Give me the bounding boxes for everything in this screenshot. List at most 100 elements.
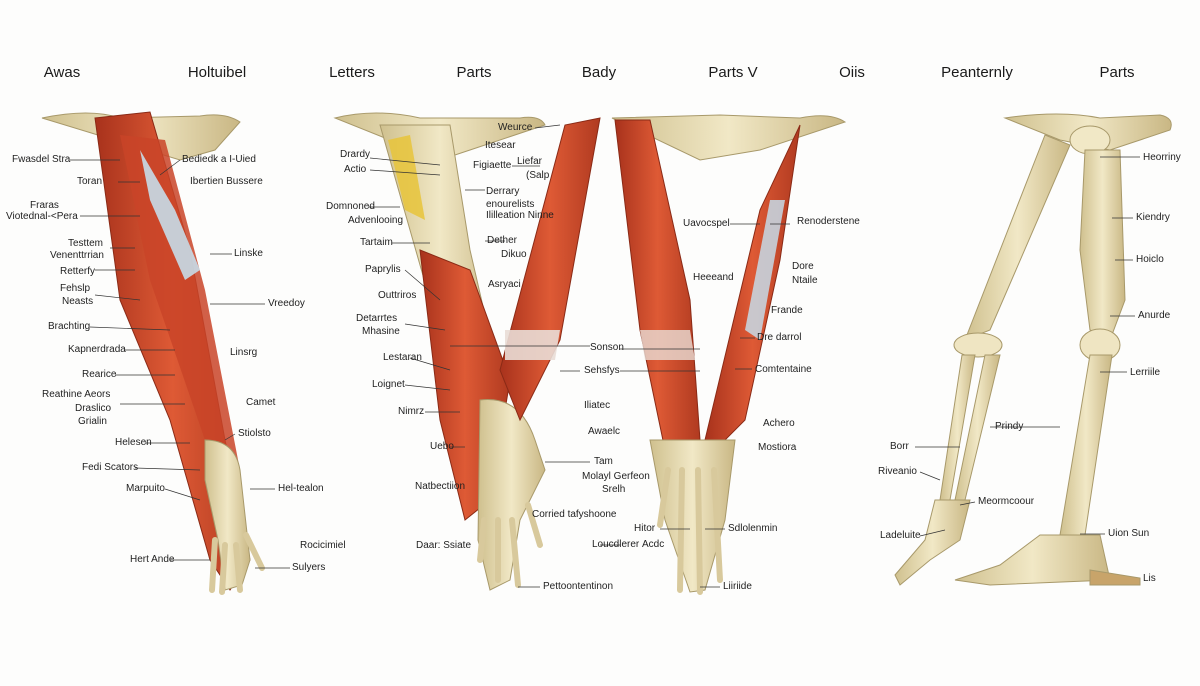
label-p1-19: Hert Ande: [130, 554, 175, 565]
label-p2-32: Molayl Gerfeon: [582, 471, 650, 482]
label-p2-17: Itesear: [485, 140, 516, 151]
label-p2-13: Uebo: [430, 441, 454, 452]
label-p3-11: Sdlolenmin: [728, 523, 778, 534]
header-title-3: Letters: [329, 64, 375, 81]
label-p1-7: Retterfy: [60, 266, 96, 277]
label-p4-10: Ladeluite: [880, 530, 921, 541]
forearm-panel-1: [41, 111, 265, 595]
label-p4-3: Hoiclo: [1136, 254, 1164, 265]
label-p1-1: Fwasdel Stra: [12, 154, 71, 165]
label-p3-4: Dore: [792, 261, 814, 272]
label-p4-1: Heorriny: [1143, 152, 1181, 163]
label-p1-10: Brachting: [48, 321, 91, 332]
label-p2-16: Weurce: [498, 122, 533, 133]
label-p1-3: Fraras: [30, 200, 59, 211]
label-p4-12: Lis: [1143, 573, 1156, 584]
label-p3-8: Comtentaine: [755, 364, 812, 375]
label-p2-11: Loignet: [372, 379, 405, 390]
label-p1-14: Draslico: [75, 403, 112, 414]
label-p1-4: Viotednal‑<Pera: [6, 211, 78, 222]
label-p3-7: Dre darrol: [757, 332, 802, 343]
forearm-panel-2: [333, 112, 601, 591]
header-title-5: Bady: [581, 64, 617, 81]
label-p2-29: Iliatec: [584, 400, 611, 411]
label-p1-2: Toran: [77, 176, 103, 187]
label-p1-12: Rearice: [82, 369, 117, 380]
label-p3-2: Heeeand: [693, 272, 734, 283]
label-p1-21: Ibertien Bussere: [190, 176, 263, 187]
label-p2-30: Awaelc: [588, 426, 621, 437]
label-p1-23: Vreedoy: [268, 298, 305, 309]
label-p4-8: Riveanio: [878, 466, 917, 477]
leg-skeleton-panel: [894, 113, 1172, 586]
label-p1-28: Rocicimiel: [300, 540, 346, 551]
label-p3-1: Uavocspel: [683, 218, 730, 229]
label-p1-26: Stiolsto: [238, 428, 271, 439]
label-p1-22: Linske: [234, 248, 263, 259]
label-p2-25: Dikuo: [501, 249, 527, 260]
label-p2-12: Nimrz: [398, 406, 425, 417]
label-p3-10: Mostiora: [758, 442, 797, 453]
label-p3-3: Renoderstene: [797, 216, 860, 227]
label-p4-4: Anurde: [1138, 310, 1171, 321]
label-p2-35: Loucdlerer: [592, 539, 640, 550]
label-p3-12: Liiriide: [723, 581, 752, 592]
header-title-6: Parts V: [708, 64, 758, 81]
label-p4-2: Kiendry: [1136, 212, 1170, 223]
label-p4-9: Meormcoour: [978, 496, 1035, 507]
label-p1-18: Marpuito: [126, 483, 165, 494]
label-p3-9: Achero: [763, 418, 795, 429]
label-p2-3: Domnoned: [326, 201, 375, 212]
label-p2-5: Tartaim: [360, 237, 393, 248]
label-p2-22: enourelists: [486, 199, 535, 210]
label-p1-24: Linsrg: [230, 347, 258, 358]
header-title-1: Awas: [43, 64, 81, 81]
label-p2-24: Dether: [487, 235, 518, 246]
label-p2-9: Mhasine: [362, 326, 400, 337]
header-title-7: Oiis: [839, 64, 865, 81]
label-p2-8: Detarrtes: [356, 313, 398, 324]
label-p2-34: Corried tafyshoone: [532, 509, 617, 520]
header-row: Awas Holtuibel Letters Parts Bady Parts …: [0, 58, 1200, 88]
label-p2-7: Outtriros: [378, 290, 417, 301]
label-p2-20: (Salp: [526, 170, 550, 181]
label-p1-8: Fehslp: [60, 283, 91, 294]
label-p2-37: Acdc: [642, 539, 665, 550]
label-p4-11: Uion Sun: [1108, 528, 1150, 539]
label-p1-16: Helesen: [115, 437, 152, 448]
label-p1-20: Bediedk a I-Uied: [182, 154, 256, 165]
label-p2-15: Daar: Ssiate: [416, 540, 472, 551]
label-p4-7: Borr: [890, 441, 909, 452]
label-p1-13: Reathine Aeors: [42, 389, 111, 400]
label-p4-6: Prindy: [995, 421, 1024, 432]
label-p2-23: Ililleation Ninne: [486, 210, 554, 221]
label-p2-28: Sehsfys: [584, 365, 620, 376]
label-p3-5: Ntaile: [792, 275, 818, 286]
label-p1-11: Kapnerdrada: [68, 344, 126, 355]
label-p2-6: Paprylis: [365, 264, 401, 275]
label-p1-25: Camet: [246, 397, 276, 408]
header-title-8: Peanternly: [941, 64, 1013, 81]
label-p2-31: Tam: [594, 456, 613, 467]
header-title-9: Parts: [1099, 64, 1135, 81]
label-p1-17: Fedi Scators: [82, 462, 139, 473]
label-p2-36: Hitor: [634, 523, 656, 534]
label-p1-5: Testtem: [68, 238, 104, 249]
label-p2-33: Srelh: [602, 484, 626, 495]
label-p1-27: Hel-tealon: [278, 483, 324, 494]
label-p1-15: Grialin: [78, 416, 107, 427]
header-title-2: Holtuibel: [187, 64, 247, 81]
label-p2-2: Actio: [344, 164, 367, 175]
label-p2-38: Pettoontentinon: [543, 581, 614, 592]
label-p2-10: Lestaran: [383, 352, 422, 363]
label-p1-6: Venenttrrian: [50, 250, 104, 261]
label-p1-29: Sulyers: [292, 562, 326, 573]
label-p1-9: Neasts: [62, 296, 94, 307]
label-p2-14: Natbectiion: [415, 481, 466, 492]
label-p4-5: Lerriile: [1130, 367, 1161, 378]
forearm-panel-3: [611, 114, 847, 595]
label-p2-26: Asryaci: [488, 279, 521, 290]
label-p2-1: Drardy: [340, 149, 371, 160]
header-title-4: Parts: [456, 64, 492, 81]
